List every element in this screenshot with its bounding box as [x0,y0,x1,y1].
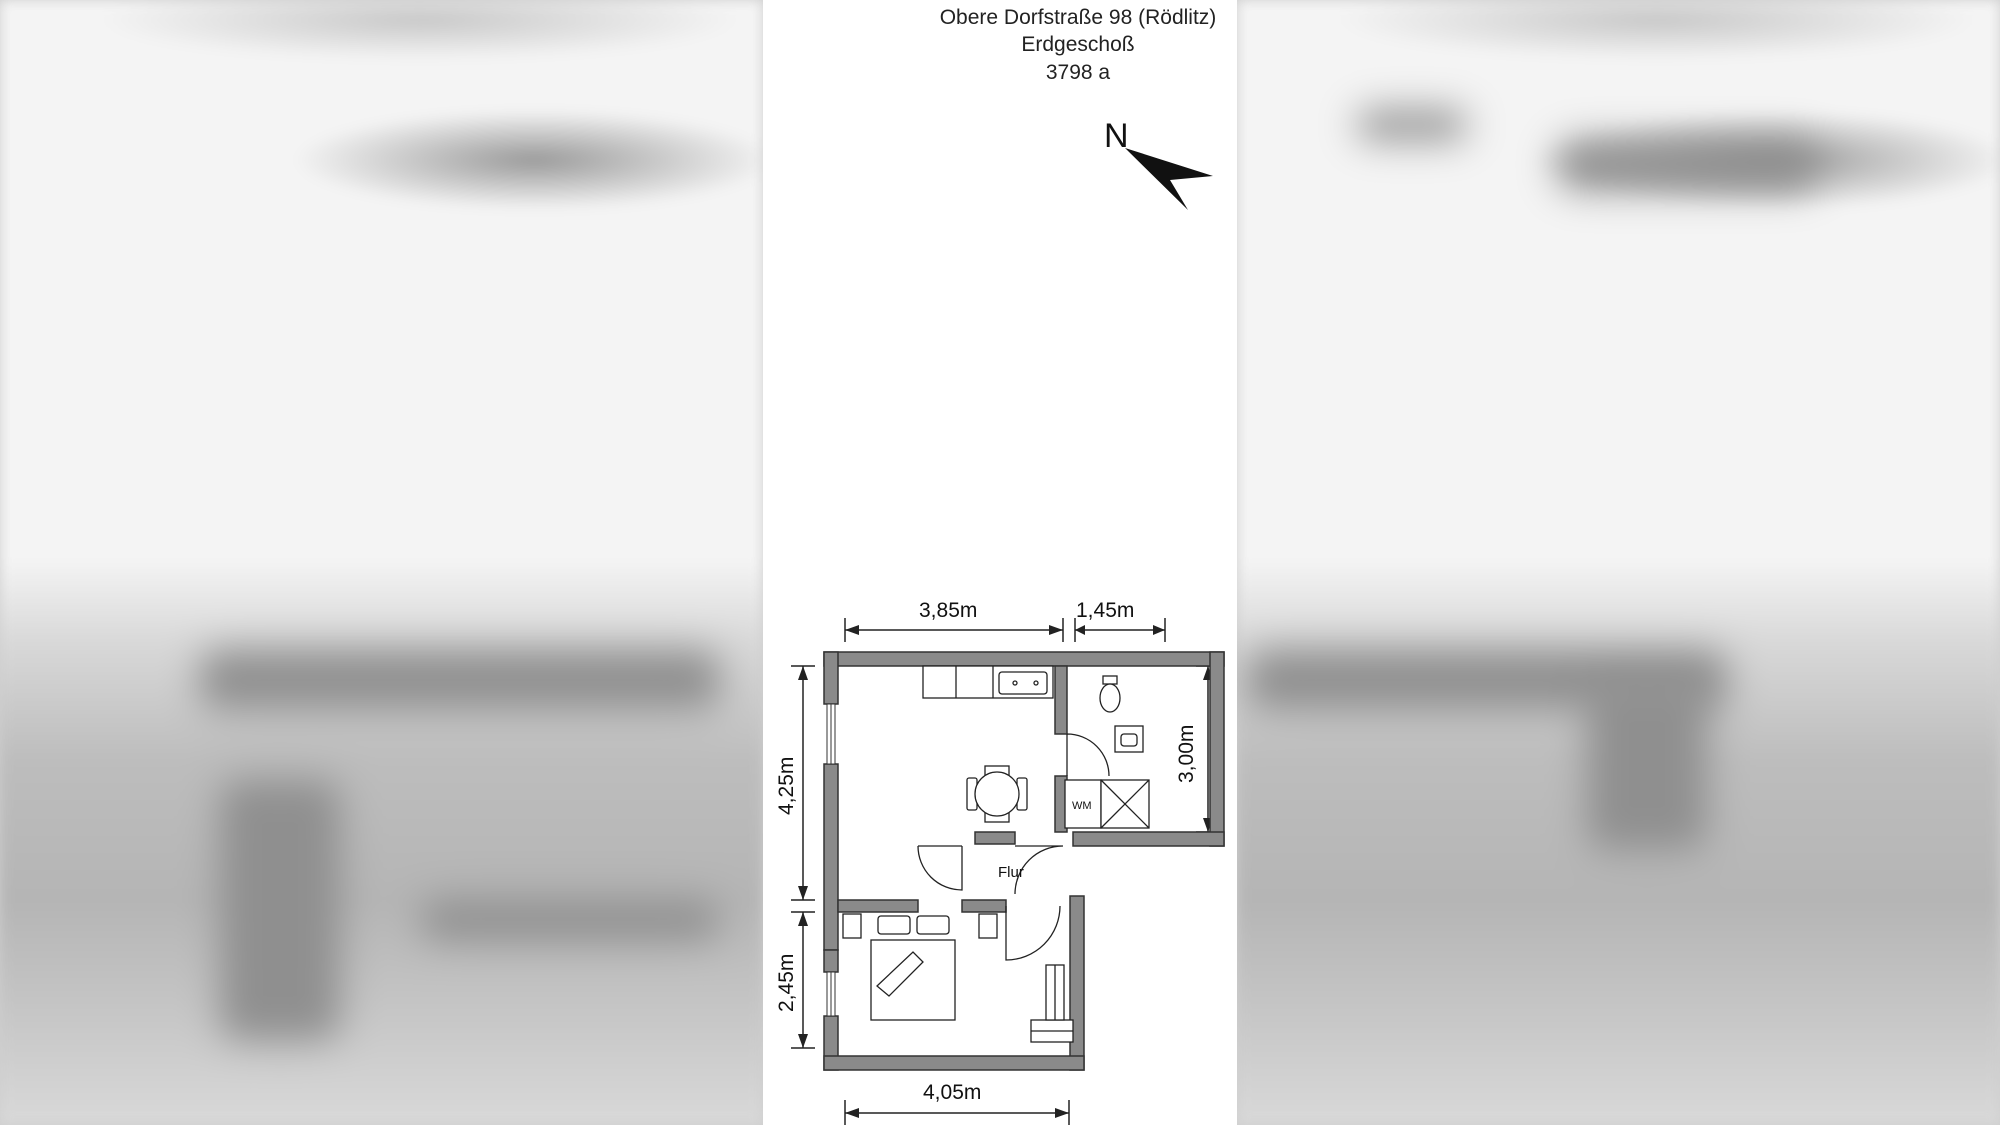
dimension-right: 3,00m [1175,725,1198,783]
dining-table [966,765,1028,823]
windows [826,703,836,1017]
bathroom-fixtures [1064,675,1150,829]
dimension-arrowheads [798,625,1213,1118]
north-arrow-icon [1125,148,1213,210]
kitchen-counter [922,665,1054,699]
bedroom-furniture [842,913,1074,1043]
dimension-left-lower: 2,45m [775,954,798,1012]
blurred-background-left [0,0,763,1125]
floor-title: Erdgeschoß [1021,33,1135,56]
floor-plan-panel: Obere Dorfstraße 98 (Rödlitz) Erdgeschoß… [763,0,1237,1125]
door-swings [917,733,1110,961]
compass-label: N [1104,117,1129,155]
blurred-background-right [1237,0,2000,1125]
dimension-top-right: 1,45m [1076,599,1134,622]
washing-machine-label: WM [1072,800,1092,812]
address-title: Obere Dorfstraße 98 (Rödlitz) [939,6,1217,29]
floor-plan-drawing: N [775,117,1225,1125]
dimension-bottom: 4,05m [923,1081,981,1104]
dimension-top-left: 3,85m [919,599,977,622]
dimension-left-upper: 4,25m [775,757,798,815]
plan-code: 3798 a [1045,61,1111,84]
hall-label: Flur [998,864,1024,881]
